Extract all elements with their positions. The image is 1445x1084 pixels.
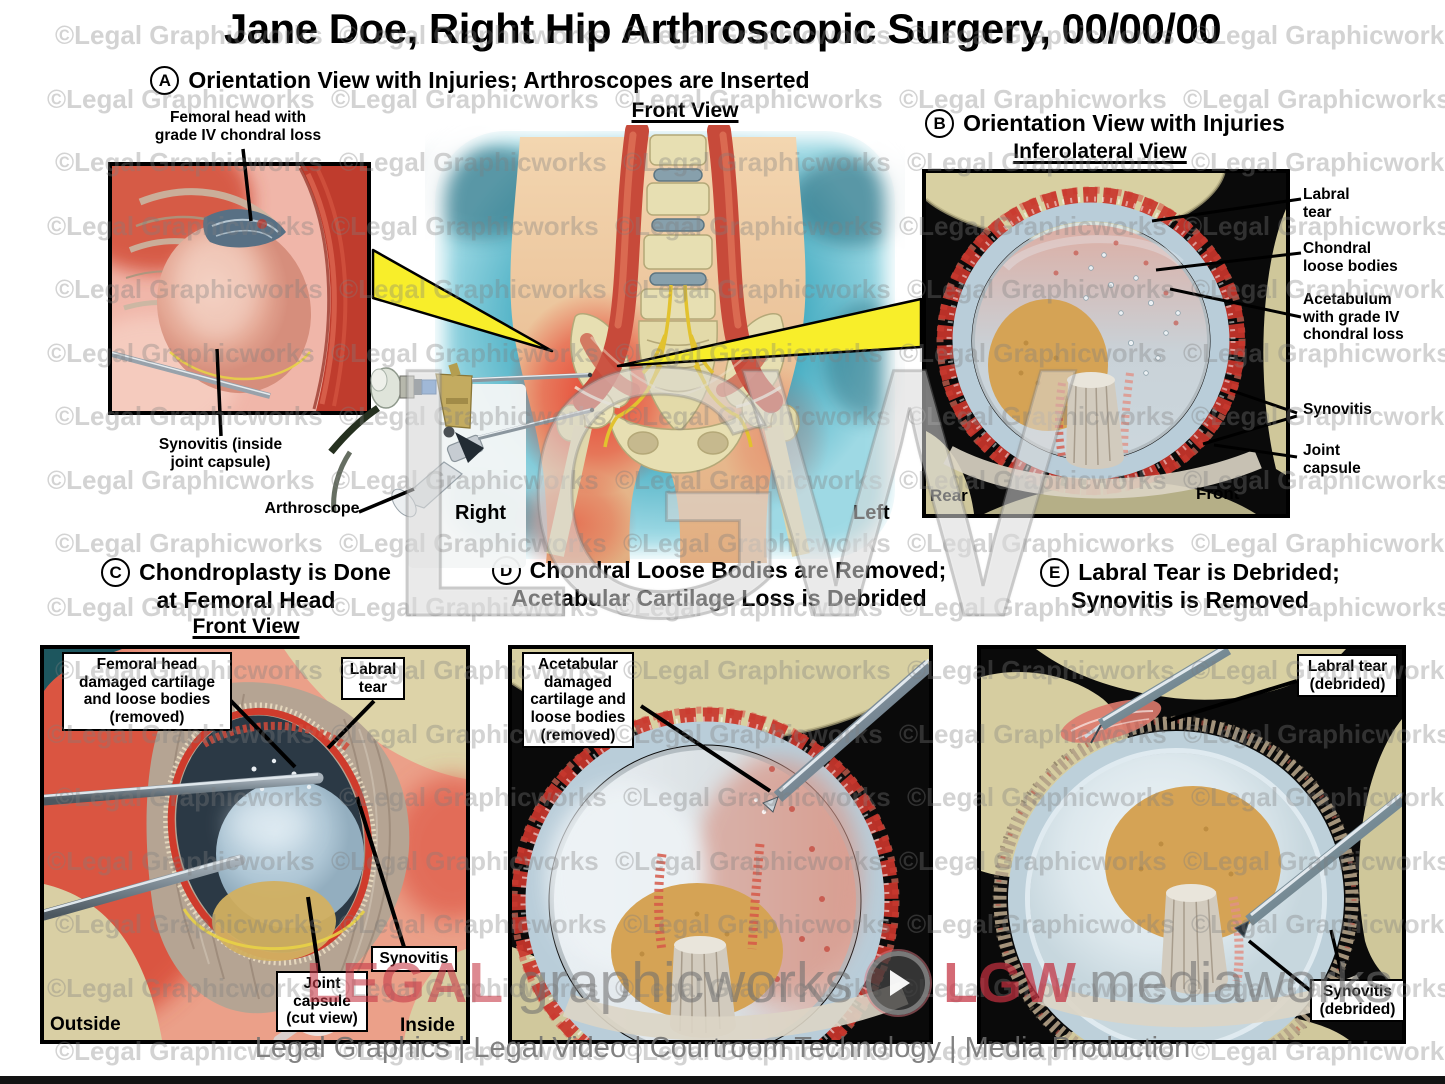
panel-d-header: D Chondral Loose Bodies are Removed; Ace… (490, 556, 948, 612)
box-femoral-head-removed: Femoral head damaged cartilage and loose… (62, 652, 232, 731)
watermark-tile: ©Legal Graphicworks (55, 528, 323, 558)
box-acetabular-removed: Acetabular damaged cartilage and loose b… (522, 652, 634, 749)
panel-b-art (926, 173, 1286, 514)
chondral-loss-patch (203, 209, 286, 248)
panel-a-header: A Orientation View with Injuries; Arthro… (100, 66, 860, 95)
instrument-shaft (112, 351, 271, 399)
panel-c-header: C Chondroplasty is Done at Femoral Head … (40, 558, 452, 639)
synovitis-remnant (1228, 896, 1244, 982)
box-synovitis-debrided: Synovitis (debrided) (1310, 979, 1405, 1023)
panel-b-illustration (922, 169, 1290, 518)
ligamentum-teres-stump (1161, 884, 1228, 994)
label-chondral-loose-bodies: Chondral loose bodies (1303, 240, 1398, 275)
label-arthroscope: Arthroscope (264, 500, 360, 517)
label-labral-tear: Labral tear (1303, 186, 1350, 221)
panel-e-title-line2: Synovitis is Removed (1071, 587, 1309, 613)
box-labral-tear-debrided: Labral tear (debrided) (1297, 654, 1398, 698)
central-front-view-illustration (425, 125, 905, 565)
ligamentum-teres-stump (1066, 372, 1124, 469)
acetabulum-socket (936, 186, 1262, 499)
box-joint-capsule-cut-view: Joint capsule (cut view) (276, 971, 368, 1032)
joint-capsule-band (943, 446, 1262, 499)
label-femoral-head-chondral-loss: Femoral head with grade IV chondral loss (154, 109, 322, 144)
corner-label-outside: Outside (50, 1014, 121, 1035)
panel-b-title: Orientation View with Injuries (963, 110, 1285, 137)
arthroscopic-instruments (1084, 649, 1402, 938)
panel-d-title-line2: Acetabular Cartilage Loss is Debrided (511, 585, 927, 611)
corner-label-inside: Inside (400, 1015, 455, 1036)
ligamentum-teres-stump (670, 936, 736, 1038)
panel-c-title-line1: Chondroplasty is Done (139, 559, 391, 586)
bottom-divider-bar (0, 1076, 1445, 1084)
side-label-left: Left (853, 502, 890, 524)
label-synovitis: Synovitis (1303, 401, 1372, 418)
box-synovitis: Synovitis (371, 946, 457, 972)
panel-a-view-label: Front View (631, 99, 739, 122)
label-joint-capsule: Joint capsule (1303, 442, 1361, 477)
panel-c-letter-badge: C (101, 558, 131, 587)
panel-a-art (112, 166, 367, 411)
panel-b-letter-badge: B (925, 109, 955, 138)
panel-b-header: B Orientation View with Injuries (905, 109, 1305, 138)
panel-c-view-label: Front View (192, 614, 300, 638)
shaver-instrument (754, 658, 929, 815)
panel-d-letter-badge: D (491, 556, 521, 585)
joint-capsule-band (562, 981, 909, 1040)
corner-label-front: Front (1196, 484, 1240, 503)
panel-e-header: E Labral Tear is Debrided; Synovitis is … (980, 558, 1400, 614)
panel-a-letter-badge: A (150, 66, 180, 95)
panel-b-view-label: Inferolateral View (1013, 140, 1187, 163)
panel-d-title-line1: Chondral Loose Bodies are Removed; (529, 557, 947, 584)
panel-a-inset-illustration (108, 162, 371, 415)
acetabulum-socket (512, 706, 909, 1040)
side-label-right: Right (455, 502, 507, 524)
panel-e-letter-badge: E (1040, 558, 1070, 587)
arthroscopic-instruments (44, 772, 324, 921)
page-title: Jane Doe, Right Hip Arthroscopic Surgery… (223, 5, 1222, 52)
panel-e-title-line1: Labral Tear is Debrided; (1078, 559, 1340, 586)
box-labral-tear: Labral tear (341, 657, 405, 701)
corner-label-rear: Rear (930, 486, 968, 505)
watermark-tile: ©Legal Graphicworks (907, 528, 1175, 558)
label-acetabulum-chondral-loss: Acetabulum with grade IV chondral loss (1303, 291, 1404, 344)
panel-a-title: Orientation View with Injuries; Arthrosc… (188, 67, 810, 94)
label-synovitis-inside-capsule: Synovitis (inside joint capsule) (158, 436, 283, 471)
footer-services-line: Legal Graphics | Legal Video | Courtroom… (254, 1032, 1191, 1064)
watermark-tile: ©Legal Graphicworks (1191, 528, 1445, 558)
panel-c-title-line2: at Femoral Head (156, 587, 336, 613)
muscle-band (298, 166, 367, 411)
